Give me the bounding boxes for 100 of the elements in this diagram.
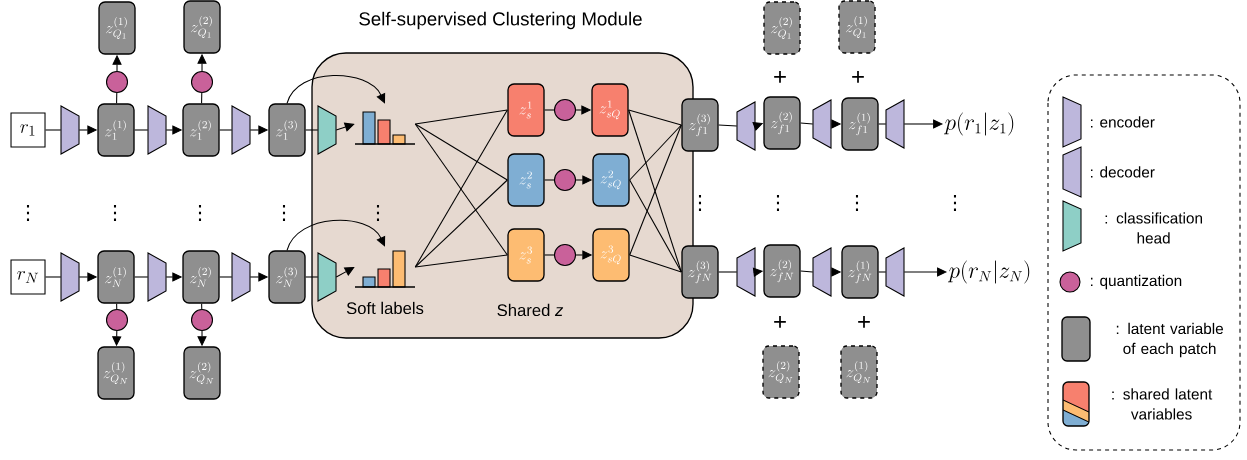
output-formula: $p(r_N|z_N)$ xyxy=(947,260,1030,284)
connector-line xyxy=(544,109,555,111)
shared-latent-box: $z_{sQ}^1$ xyxy=(591,83,629,137)
plus-sign: + xyxy=(774,316,786,328)
quantization-circle xyxy=(553,98,577,122)
input-box: $r_N$ xyxy=(10,259,46,295)
connector-line xyxy=(629,124,682,181)
encoder-trapezoid xyxy=(147,252,167,302)
connector-line xyxy=(628,109,682,126)
module-title: Self-supervised Clustering Module xyxy=(359,11,642,30)
latent-box: $z_1^{(1)}$ xyxy=(97,103,135,157)
shared-latent-box: $z_s^3$ xyxy=(507,228,545,282)
plus-sign: + xyxy=(774,71,786,83)
quantization-circle xyxy=(190,308,214,332)
connector-line xyxy=(414,109,508,268)
decoder-trapezoid xyxy=(736,101,756,151)
latent-box: $z_{f1}^{(1)}$ xyxy=(841,97,879,151)
connector-line xyxy=(414,109,508,125)
caption-text: Soft labels xyxy=(346,301,424,315)
decoder-trapezoid xyxy=(736,247,756,297)
vertical-ellipsis: ⋮ xyxy=(282,204,286,222)
connector-line xyxy=(116,303,118,310)
vertical-ellipsis: ⋮ xyxy=(198,204,202,222)
quantization-circle xyxy=(553,168,577,192)
classification-head xyxy=(317,252,337,302)
quantization-circle xyxy=(106,70,129,94)
latent-box: $z_1^{(2)}$ xyxy=(182,103,220,157)
dashed-latent-box: $z_{Q_N}^{(2)}$ xyxy=(762,345,800,399)
shared-latent-box: $z_{sQ}^3$ xyxy=(592,228,630,282)
quantization-circle xyxy=(553,243,577,267)
arrow xyxy=(335,122,355,132)
connector-line xyxy=(800,270,814,273)
latent-box: $z_N^{(2)}$ xyxy=(182,250,220,304)
legend-text: : latent variable of each patch xyxy=(1116,322,1223,358)
vertical-ellipsis: ⋮ xyxy=(953,194,956,212)
decoder-trapezoid xyxy=(885,99,905,149)
connector-line xyxy=(414,123,508,181)
connector-line xyxy=(134,129,149,131)
shared-latent-box: $z_{sQ}^2$ xyxy=(592,153,630,207)
connector-line xyxy=(629,254,682,273)
encoder-trapezoid xyxy=(231,252,251,302)
dashed-latent-box: $z_{Q_1}^{(1)}$ xyxy=(838,0,876,54)
connector-line xyxy=(305,276,319,278)
classification-head xyxy=(317,105,337,155)
connector-line xyxy=(45,276,62,278)
vertical-ellipsis: ⋮ xyxy=(698,194,701,212)
connector-line xyxy=(718,124,738,127)
connector-line xyxy=(116,92,118,104)
latent-box: $z_{fN}^{(3)}$ xyxy=(681,245,719,299)
encoder-trapezoid xyxy=(60,105,80,155)
decoder-trapezoid xyxy=(812,99,832,149)
vertical-ellipsis: ⋮ xyxy=(26,204,30,222)
legend-text: : decoder xyxy=(1091,166,1155,178)
latent-box: $z_{Q_N}^{(1)}$ xyxy=(97,346,135,400)
connector-line xyxy=(800,122,814,125)
connector-line xyxy=(544,179,555,181)
connector-line xyxy=(414,179,508,268)
vertical-ellipsis: ⋮ xyxy=(855,194,858,212)
legend-text: : quantization xyxy=(1091,274,1182,290)
bar-chart-icon xyxy=(354,250,416,288)
connector-line xyxy=(219,276,233,278)
vertical-ellipsis: ⋮ xyxy=(776,194,779,212)
latent-box: $z_{Q_1}^{(1)}$ xyxy=(98,1,136,55)
quantization-circle xyxy=(190,70,214,94)
quantization-circle xyxy=(106,308,129,332)
latent-box: $z_{Q_1}^{(2)}$ xyxy=(183,0,221,54)
connector-line xyxy=(201,92,203,104)
bar-chart-icon xyxy=(354,111,416,145)
input-box: $r_1$ xyxy=(10,112,46,148)
decoder-trapezoid xyxy=(885,247,905,297)
connector-line xyxy=(414,254,508,268)
shared-latent-box: $z_s^2$ xyxy=(507,153,545,207)
vertical-ellipsis: ⋮ xyxy=(113,204,117,222)
connector-line xyxy=(305,129,319,131)
connector-line xyxy=(629,179,682,273)
connector-line xyxy=(219,129,233,131)
arrow xyxy=(286,219,386,251)
arrow xyxy=(335,267,355,278)
connector-line xyxy=(878,123,887,125)
plus-sign: + xyxy=(858,316,870,328)
latent-box: $z_{f1}^{(3)}$ xyxy=(681,98,719,152)
connector-line xyxy=(414,123,508,256)
arrow xyxy=(286,74,386,104)
dashed-latent-box: $z_{Q_1}^{(2)}$ xyxy=(763,1,801,55)
connector-line xyxy=(878,271,887,273)
legend-text: : encoder xyxy=(1091,116,1155,128)
encoder-trapezoid xyxy=(60,252,80,302)
latent-box: $z_N^{(1)}$ xyxy=(97,250,135,304)
encoder-trapezoid xyxy=(147,105,167,155)
connector-line xyxy=(628,109,682,273)
connector-line xyxy=(134,276,149,278)
connector-line xyxy=(201,303,203,310)
connector-line xyxy=(544,254,555,256)
latent-box: $z_N^{(3)}$ xyxy=(268,250,306,304)
vertical-ellipsis: ⋮ xyxy=(376,204,380,222)
connector-line xyxy=(718,271,738,273)
latent-box: $z_{fN}^{(1)}$ xyxy=(841,245,879,299)
dashed-latent-box: $z_{Q_N}^{(1)}$ xyxy=(840,345,878,399)
latent-box: $z_1^{(3)}$ xyxy=(268,103,306,157)
latent-box: $z_{fN}^{(2)}$ xyxy=(763,244,801,298)
